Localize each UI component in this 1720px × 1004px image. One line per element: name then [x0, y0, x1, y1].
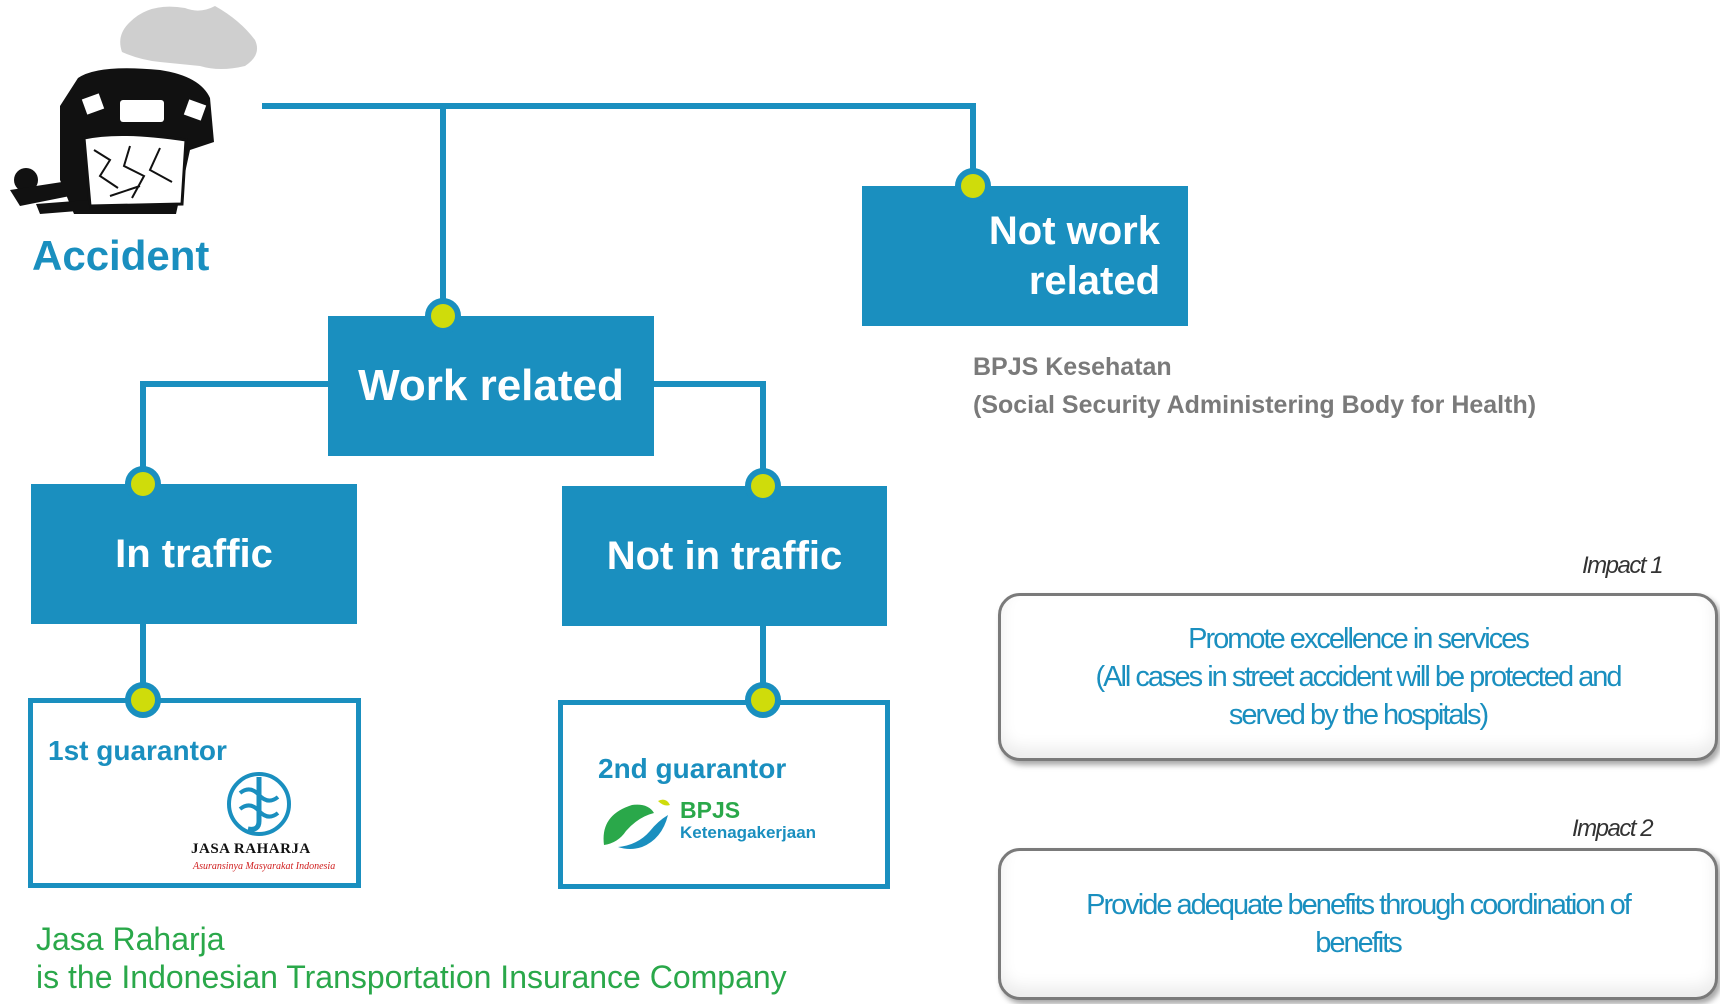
jasa-raharja-note-line1: Jasa Raharja [36, 921, 225, 957]
in-traffic-dot [125, 466, 161, 502]
jasa-raharja-logo-icon [227, 772, 291, 836]
not-in-traffic-box: Not in traffic [562, 486, 887, 626]
first-guarantor-box: 1st guarantor JASA RAHARJA Asuransinya M… [28, 698, 361, 888]
jasa-raharja-logo-name: JASA RAHARJA [191, 841, 311, 857]
impact-1-line3: served by the hospitals) [1228, 699, 1489, 731]
impact-1-line2: (All cases in street accident will be pr… [1095, 661, 1622, 693]
work-related-box: Work related [328, 316, 654, 456]
second-guarantor-dot [745, 682, 781, 718]
not-work-related-label-line2: related [1028, 259, 1160, 303]
not-in-traffic-dot [745, 468, 781, 504]
bpjs-logo-name: BPJS [680, 797, 741, 823]
bpjs-kesehatan-line1: BPJS Kesehatan [973, 353, 1172, 381]
bpjs-kesehatan-line2: (Social Security Administering Body for … [973, 391, 1537, 419]
not-work-related-label-line1: Not work [988, 209, 1160, 253]
bpjs-logo-sub: Ketenagakerjaan [680, 823, 817, 842]
impact-2-line2: benefits [1315, 927, 1403, 959]
not-work-related-dot [955, 168, 991, 204]
impact-1-line1: Promote excellence in services [1188, 623, 1530, 655]
impact-1-box: Promote excellence in services (All case… [998, 593, 1718, 761]
first-guarantor-dot [125, 682, 161, 718]
car-crash-icon [10, 6, 258, 214]
in-traffic-label: In traffic [115, 531, 273, 576]
jasa-raharja-note: Jasa Raharja is the Indonesian Transport… [36, 920, 787, 996]
second-guarantor-label: 2nd guarantor [598, 753, 787, 784]
work-related-label: Work related [358, 361, 624, 410]
in-traffic-box: In traffic [31, 484, 357, 624]
impact-2-label: Impact 2 [1572, 815, 1654, 842]
first-guarantor-label: 1st guarantor [48, 735, 227, 766]
in-traffic-connector [140, 381, 333, 491]
jasa-raharja-note-line2: is the Indonesian Transportation Insuran… [36, 959, 787, 995]
bpjs-ketenagakerjaan-logo-icon [603, 799, 670, 849]
impact-1-label: Impact 1 [1582, 552, 1664, 579]
second-guarantor-box: 2nd guarantor BPJS Ketenagakerjaan [558, 700, 890, 889]
impact-2-line1: Provide adequate benefits through coordi… [1086, 889, 1632, 921]
bpjs-kesehatan-text: BPJS Kesehatan (Social Security Administ… [973, 348, 1536, 424]
not-in-traffic-connector [652, 381, 766, 491]
not-work-related-box: Not work related [862, 186, 1188, 326]
accident-label: Accident [32, 232, 210, 279]
not-in-traffic-label: Not in traffic [606, 533, 843, 578]
jasa-raharja-logo-tagline: Asuransinya Masyarakat Indonesia [193, 861, 336, 872]
work-related-dot [425, 298, 461, 334]
impact-2-box: Provide adequate benefits through coordi… [998, 848, 1718, 1000]
